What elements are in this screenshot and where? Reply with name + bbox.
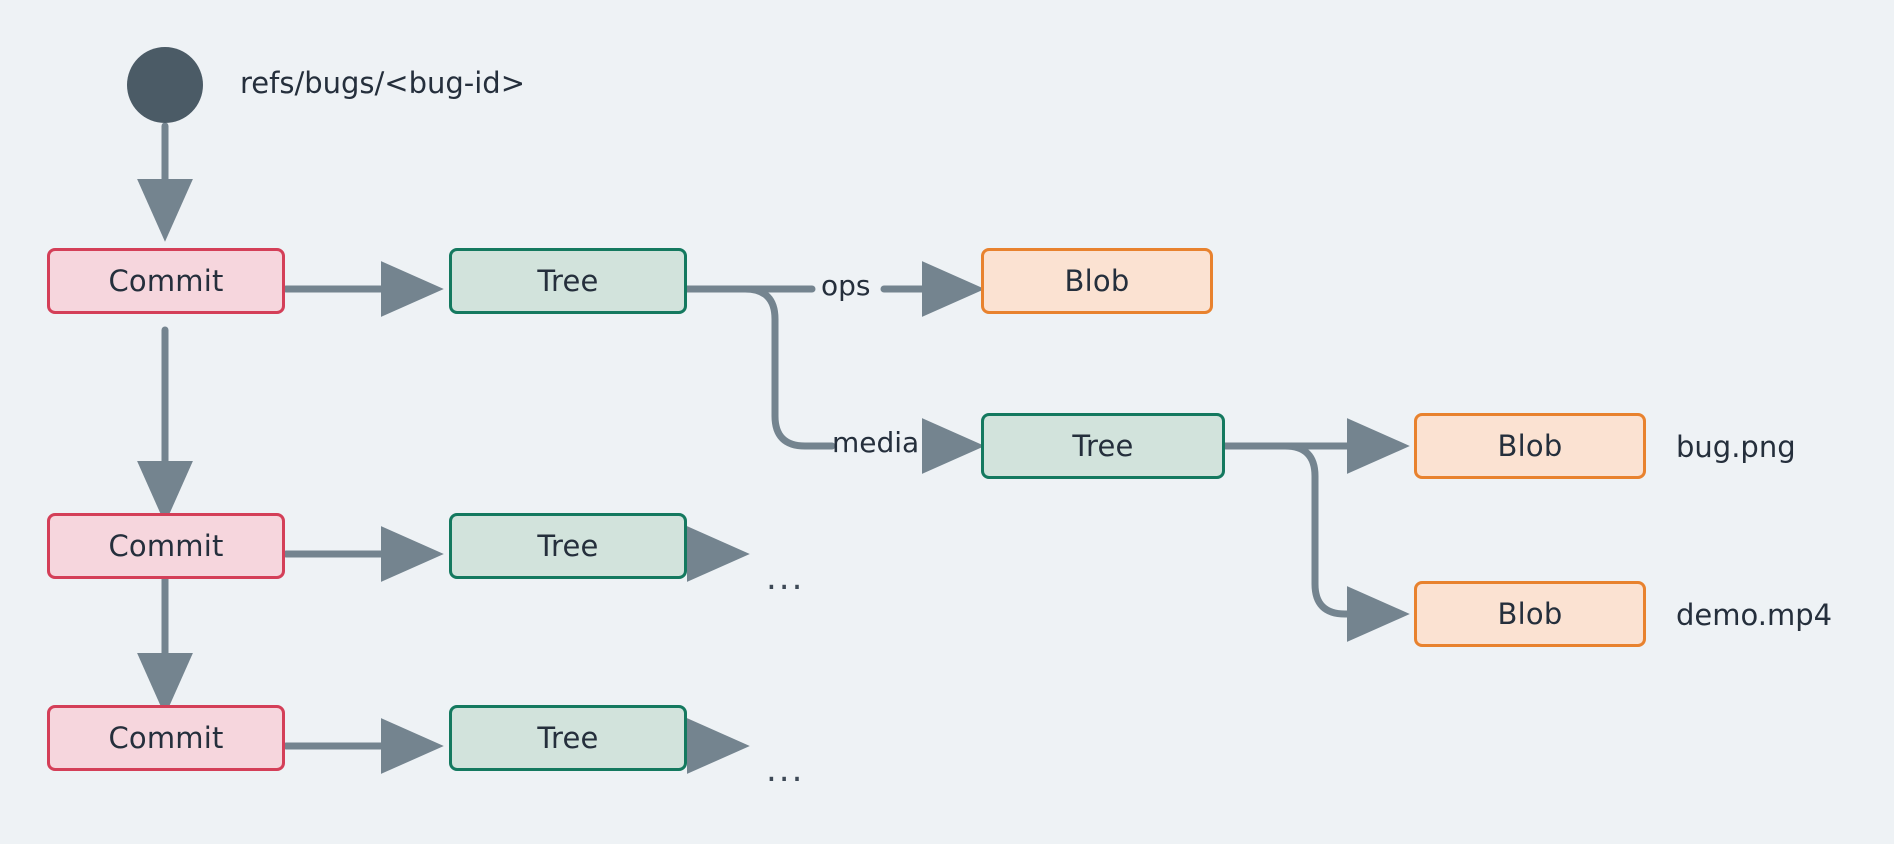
node-tree-media[interactable]: Tree (981, 413, 1225, 479)
node-tree-3[interactable]: Tree (449, 705, 687, 771)
edge-tree1-branch-media (741, 285, 836, 450)
node-label: Tree (537, 264, 599, 298)
root-ref-dot[interactable] (127, 47, 203, 123)
node-label: Tree (537, 529, 599, 563)
root-ref-label: refs/bugs/<bug-id> (240, 66, 526, 100)
node-label: Blob (1497, 597, 1563, 631)
node-label: Commit (108, 264, 224, 298)
node-commit-2[interactable]: Commit (47, 513, 285, 579)
edge-label-media: media (832, 426, 920, 459)
node-label: Blob (1064, 264, 1130, 298)
node-commit-1[interactable]: Commit (47, 248, 285, 314)
node-label: Commit (108, 721, 224, 755)
node-label: Commit (108, 529, 224, 563)
node-label: Blob (1497, 429, 1563, 463)
edge-treemedia-to-blobmp4 (1281, 442, 1410, 642)
node-tree-2[interactable]: Tree (449, 513, 687, 579)
node-blob-demo-mp4[interactable]: Blob (1414, 581, 1646, 647)
node-label: Tree (1072, 429, 1134, 463)
node-commit-3[interactable]: Commit (47, 705, 285, 771)
file-label-bug-png: bug.png (1676, 430, 1796, 464)
node-tree-1[interactable]: Tree (449, 248, 687, 314)
ellipsis-tree-3: ... (766, 750, 805, 790)
node-blob-ops[interactable]: Blob (981, 248, 1213, 314)
ellipsis-tree-2: ... (766, 558, 805, 598)
node-label: Tree (537, 721, 599, 755)
file-label-demo-mp4: demo.mp4 (1676, 598, 1833, 632)
node-blob-bug-png[interactable]: Blob (1414, 413, 1646, 479)
edge-label-ops: ops (821, 269, 871, 302)
